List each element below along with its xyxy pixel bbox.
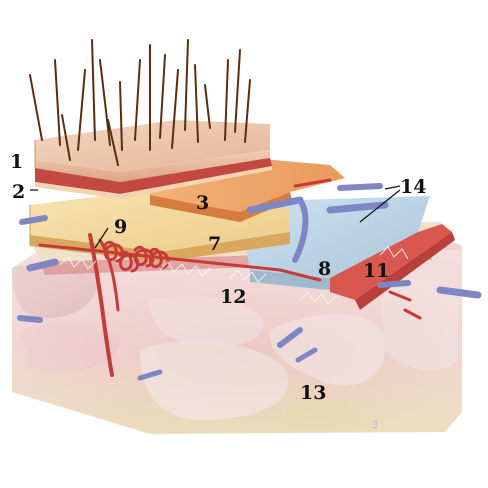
- leader-lines: [30, 185, 401, 249]
- hair-shafts: [29, 39, 251, 166]
- label-3: 3: [196, 192, 210, 214]
- label-9: 9: [114, 216, 128, 238]
- label-8: 8: [318, 258, 332, 280]
- epidermis-block: [34, 120, 272, 199]
- arteries-and-glands: [38, 178, 422, 377]
- nerve-fibers: [59, 246, 409, 305]
- label-11: 11: [363, 260, 390, 282]
- veins: [17, 183, 482, 381]
- label-2: 2: [12, 181, 26, 203]
- label-12: 12: [220, 286, 247, 308]
- label-7: 7: [208, 233, 222, 255]
- label-14: 14: [400, 176, 427, 198]
- red-band-layer: [330, 224, 455, 310]
- label-1: 1: [10, 151, 24, 173]
- label-13: 13: [300, 382, 327, 404]
- watermark-text: 3: [372, 420, 378, 431]
